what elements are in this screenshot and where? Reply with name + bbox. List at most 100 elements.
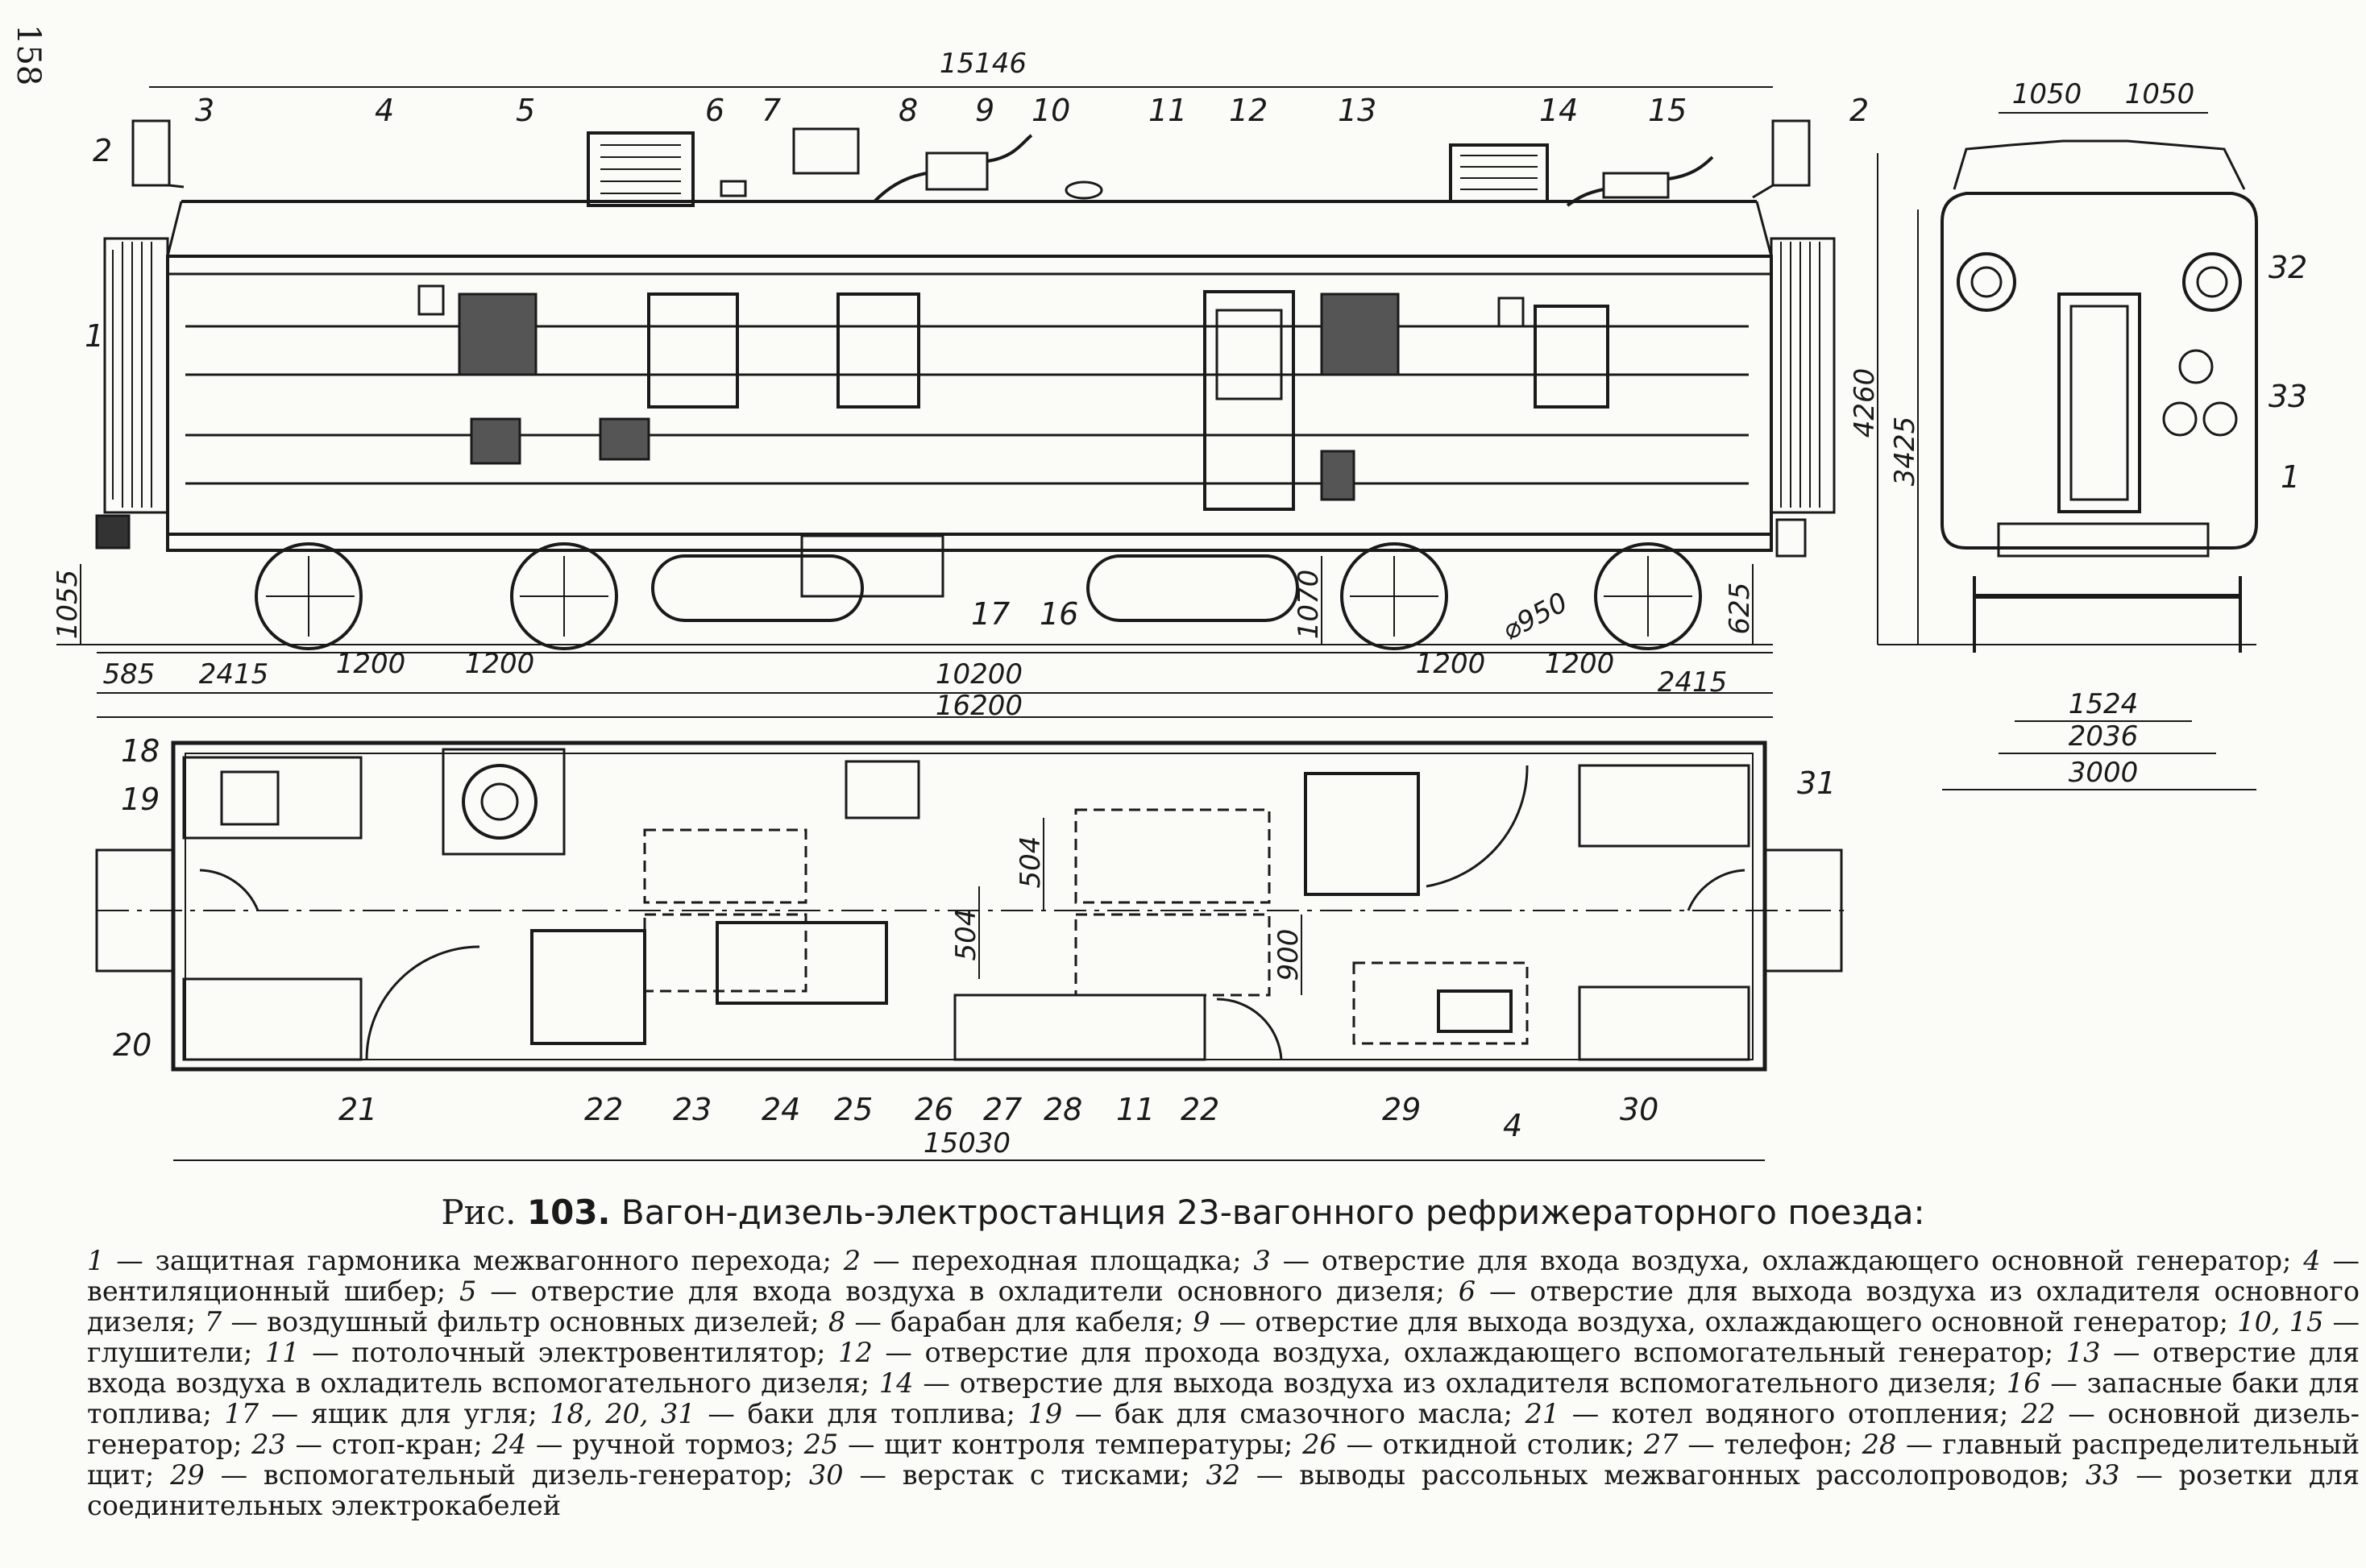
dim-1055: 1055 [52, 570, 84, 640]
legend-item-number: 25 [803, 1429, 839, 1460]
legend-item-text: — воздушный фильтр основных дизелей; [222, 1306, 828, 1338]
technical-drawing: 15146 1050 1050 4260 3425 1524 2036 3000… [52, 48, 2307, 1161]
figure-legend: 1 — защитная гармоника межвагонного пере… [87, 1246, 2360, 1521]
door-swing [1216, 998, 1283, 1060]
plan-tank-18-19 [182, 756, 363, 840]
callout-8: 8 [899, 93, 918, 128]
plan-main-diesel-generators [643, 808, 1271, 997]
legend-item-number: 2 [843, 1245, 861, 1276]
legend-item-text: — отверстие для выхода воздуха, охлаждаю… [1210, 1306, 2238, 1338]
legend-item-number: 19 [1027, 1398, 1063, 1429]
plan-table-26 [845, 760, 920, 819]
dim-1200-c: 1200 [1416, 648, 1486, 680]
cable-drum-8 [792, 127, 860, 175]
legend-item: 30 — верстак с тисками; [809, 1459, 1206, 1491]
legend-item: 16 — запасные баки для топлива; [87, 1367, 2360, 1429]
legend-item-text: — вентиляционный шибер; [87, 1245, 2360, 1307]
legend-item-text: — главный распределительный щит; [87, 1429, 2360, 1491]
callout-29: 29 [1382, 1092, 1421, 1127]
legend-item-number: 5 [459, 1276, 477, 1307]
end-view [1941, 139, 2258, 653]
legend-item: 23 — стоп-кран; [251, 1429, 492, 1460]
legend-item-text: — ящик для угля; [259, 1398, 550, 1429]
figure-label: Рис. [441, 1193, 517, 1232]
legend-item-number: 3 [1253, 1245, 1271, 1276]
door-swing [365, 945, 480, 1060]
socket [2202, 401, 2238, 437]
legend-item-number: 28 [1862, 1429, 1897, 1460]
legend-item-number: 30 [808, 1459, 844, 1491]
roof-fan-11 [1065, 180, 1103, 200]
legend-item: 10, 15 — глушители; [87, 1306, 2360, 1368]
callout-12: 12 [1229, 93, 1268, 128]
air-filter-7 [720, 180, 747, 197]
legend-item-text: — отверстие для выхода воздуха из охлади… [87, 1276, 2360, 1338]
legend-item-number: 32 [1206, 1459, 1241, 1491]
plan-view [95, 740, 1845, 1072]
callout-15: 15 [1648, 93, 1687, 128]
dim-2415-left: 2415 [199, 658, 269, 691]
shutter [1497, 297, 1525, 328]
coupler-right [1775, 518, 1807, 558]
callout-28: 28 [1044, 1092, 1082, 1127]
brine-outlet-right [2182, 252, 2242, 312]
end-door [2057, 292, 2141, 513]
legend-item-number: 4 [2303, 1245, 2321, 1276]
silencer-15 [1602, 172, 1670, 199]
callout-3: 3 [195, 93, 214, 128]
silencer-10 [925, 151, 989, 191]
legend-item-number: 7 [204, 1306, 222, 1338]
platform-right [1752, 119, 1811, 199]
dim-1200-b: 1200 [465, 648, 535, 680]
legend-item-text: — отверстие для прохода воздуха, охлажда… [872, 1337, 2066, 1368]
dim-625: 625 [1724, 583, 1756, 635]
dim-1200-d: 1200 [1545, 648, 1615, 680]
bellows-right [1770, 237, 1836, 514]
dim-504-b: 504 [1015, 836, 1047, 889]
legend-item: 24 — ручной тормоз; [492, 1429, 804, 1460]
callout-7: 7 [762, 93, 781, 128]
callout-17: 17 [971, 596, 1010, 632]
legend-item-number: 8 [828, 1306, 846, 1338]
dim-1070: 1070 [1293, 570, 1325, 640]
legend-item-text: — основной дизель-генератор; [87, 1398, 2360, 1460]
plan-workbench-30 [1578, 985, 1750, 1061]
coupler-left [95, 514, 131, 550]
legend-item-number: 11 [264, 1337, 300, 1368]
dim-3425: 3425 [1889, 417, 1921, 487]
plan-bellows-right [1763, 848, 1843, 973]
legend-item-number: 23 [251, 1429, 286, 1460]
plan-switchboard-28 [953, 993, 1206, 1061]
roof-ends [166, 201, 1773, 257]
dim-wheel-diameter: ⌀950 [1497, 587, 1573, 647]
legend-item-number: 27 [1643, 1429, 1679, 1460]
dim-16200: 16200 [936, 690, 1023, 722]
end-dimensions [1877, 112, 2256, 790]
legend-item-text: — розетки для соединительных электрокабе… [87, 1459, 2360, 1521]
shutter-4 [417, 284, 445, 316]
dim-10200: 10200 [936, 658, 1023, 691]
callout-11-plan: 11 [1116, 1092, 1155, 1127]
legend-item-text: — выводы рассольных межвагонных рассолоп… [1240, 1459, 2086, 1491]
plan-generator [530, 929, 646, 1045]
vent-12 [1320, 450, 1355, 501]
legend-item: 12 — отверстие для прохода воздуха, охла… [838, 1337, 2066, 1368]
side-view [56, 119, 1836, 650]
legend-item-number: 22 [2020, 1398, 2056, 1429]
legend-item: 17 — ящик для угля; [224, 1398, 550, 1429]
brine-outlet-left [1957, 252, 2016, 312]
callout-20: 20 [113, 1027, 152, 1063]
end-outline [1941, 192, 2258, 550]
door-swing [199, 869, 259, 911]
plan-boiler-21 [442, 748, 566, 856]
door-swing [1426, 765, 1529, 888]
legend-item: 22 — основной дизель-генератор; [87, 1398, 2360, 1460]
legend-item-text: — верстак с тисками; [843, 1459, 1206, 1491]
legend-item: 7 — воздушный фильтр основных дизелей; [205, 1306, 828, 1338]
legend-item-text: — бак для смазочного масла; [1062, 1398, 1525, 1429]
callout-11: 11 [1148, 93, 1187, 128]
callout-19: 19 [121, 782, 160, 817]
legend-item-text: — защитная гармоника межвагонного перехо… [104, 1245, 844, 1276]
callout-10: 10 [1031, 93, 1070, 128]
legend-item-number: 14 [878, 1367, 914, 1399]
